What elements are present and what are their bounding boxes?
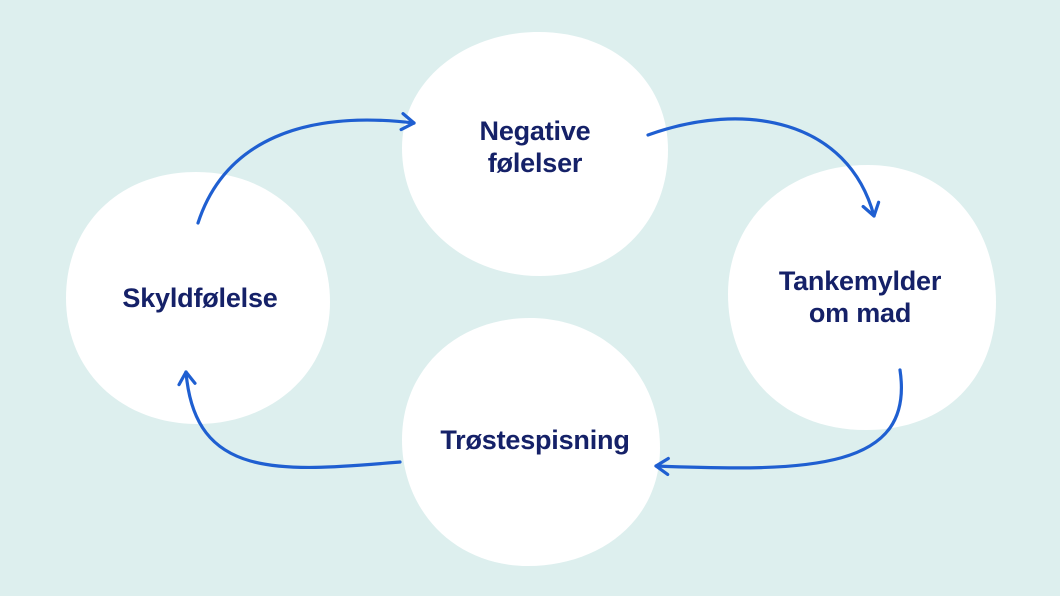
arrow-tankemylder-to-trostespisning [654, 368, 903, 477]
arrow-skyldfolelse-to-negative [196, 112, 416, 225]
node-blob-tankemylder [728, 165, 996, 430]
node-blob-trostespisning [402, 318, 660, 566]
arrow-trostespisning-to-skyldfolelse [177, 370, 402, 470]
node-label-skyldfolelse: Skyldfølelse [122, 283, 278, 313]
node-blob-skyldfolelse [66, 172, 330, 424]
node-label-negative: Negative følelser [479, 116, 591, 178]
node-blob-negative [402, 31, 668, 276]
node-label-tankemylder: Tankemylder om mad [778, 266, 942, 328]
node-label-trostespisning: Trøstespisning [440, 425, 630, 455]
arrow-negative-to-tankemylder [646, 117, 881, 218]
